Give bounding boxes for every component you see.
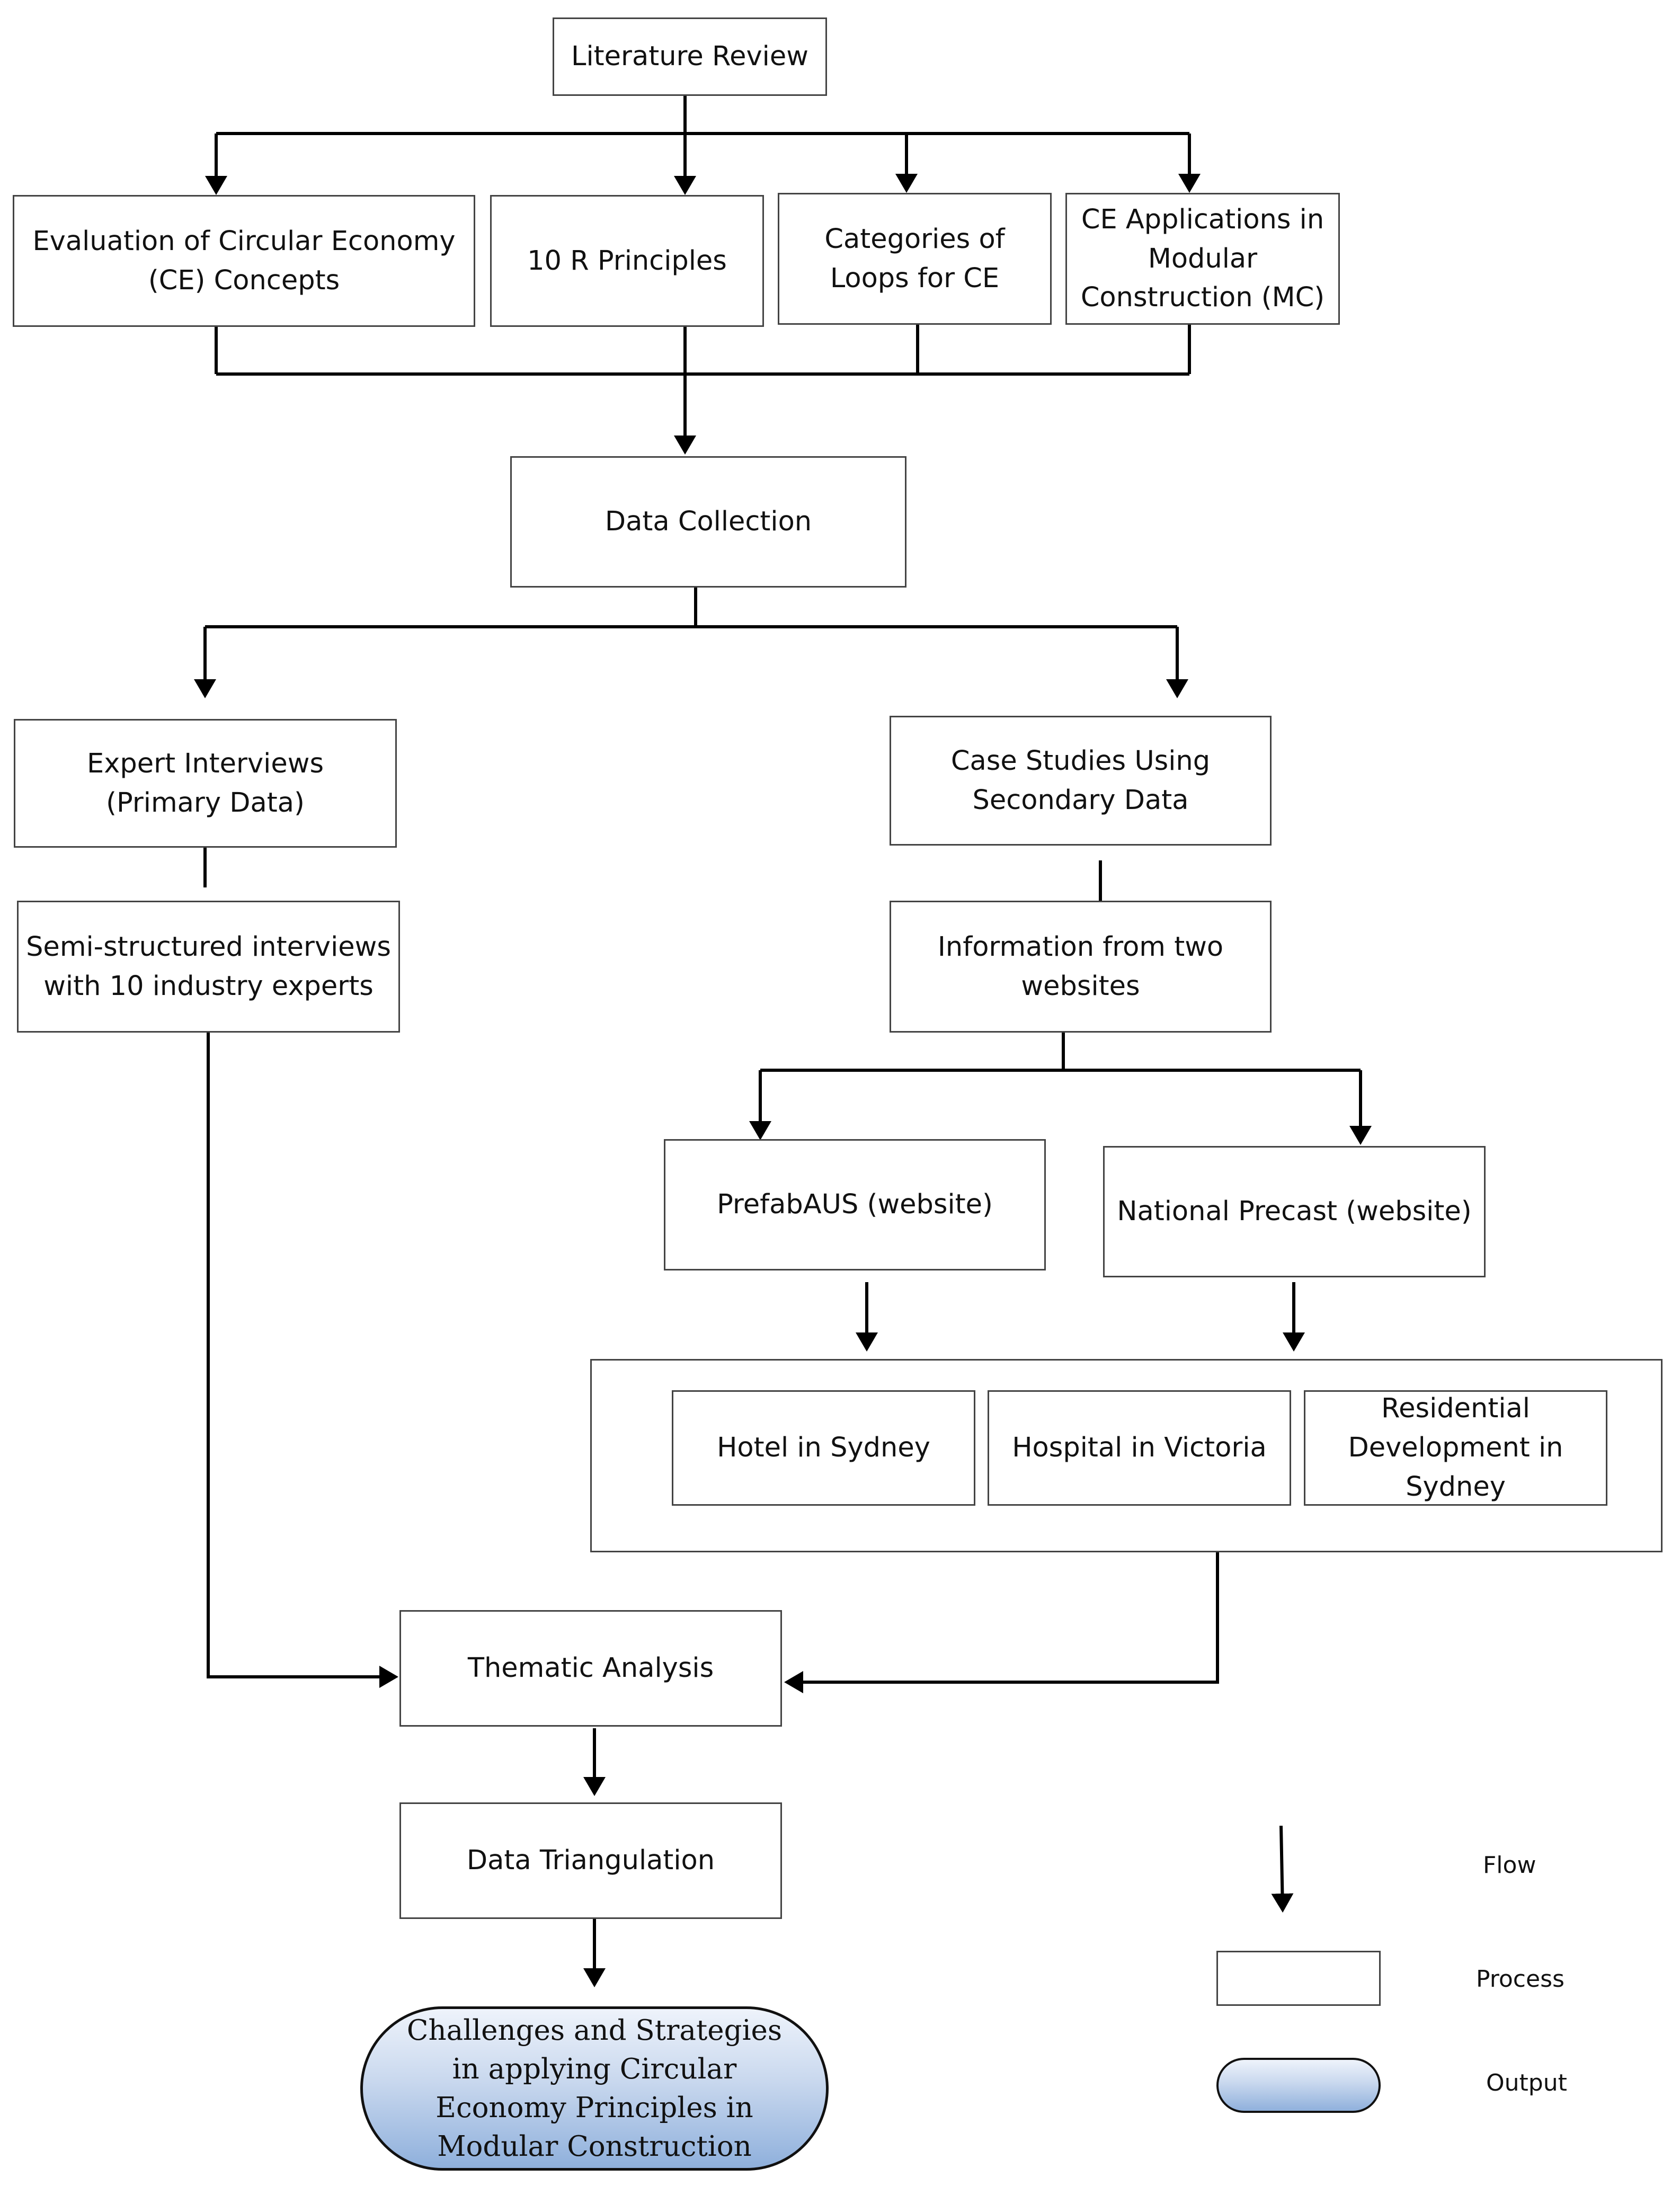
arrow-cases-to-thematic <box>784 1551 1219 1693</box>
expert-interviews-box: Expert Interviews (Primary Data) <box>14 719 397 848</box>
literature-review-box: Literature Review <box>553 17 827 96</box>
data-collection-box: Data Collection <box>510 456 906 588</box>
hospital-victoria-box: Hospital in Victoria <box>988 1390 1291 1506</box>
semi-structured-interviews-box: Semi-structured interviews with 10 indus… <box>17 901 400 1033</box>
legend-process-label: Process <box>1476 1966 1565 1993</box>
legend-output-label: Output <box>1486 2069 1567 2096</box>
arrow-semi-to-thematic <box>207 1032 398 1688</box>
thematic-analysis-box: Thematic Analysis <box>399 1610 782 1727</box>
legend-process-box <box>1216 1951 1381 2006</box>
case-studies-box: Case Studies Using Secondary Data <box>890 716 1272 846</box>
output-terminal: Challenges and Strategies in applying Ci… <box>360 2006 829 2171</box>
legend-flow-label: Flow <box>1483 1852 1536 1879</box>
residential-sydney-box: Residential Development in Sydney <box>1304 1390 1607 1506</box>
prefabaus-box: PrefabAUS (website) <box>664 1139 1046 1270</box>
ten-r-principles-box: 10 R Principles <box>490 195 764 327</box>
legend-flow-arrow <box>1271 1825 1294 1913</box>
hotel-sydney-box: Hotel in Sydney <box>672 1390 975 1506</box>
data-triangulation-box: Data Triangulation <box>399 1802 782 1919</box>
ce-applications-mc-box: CE Applications in Modular Construction … <box>1065 193 1340 325</box>
legend-output-shape <box>1216 2058 1381 2113</box>
national-precast-box: National Precast (website) <box>1103 1146 1486 1277</box>
ce-concepts-box: Evaluation of Circular Economy (CE) Conc… <box>13 195 475 327</box>
loops-for-ce-box: Categories of Loops for CE <box>778 193 1052 325</box>
two-websites-box: Information from two websites <box>890 901 1272 1033</box>
